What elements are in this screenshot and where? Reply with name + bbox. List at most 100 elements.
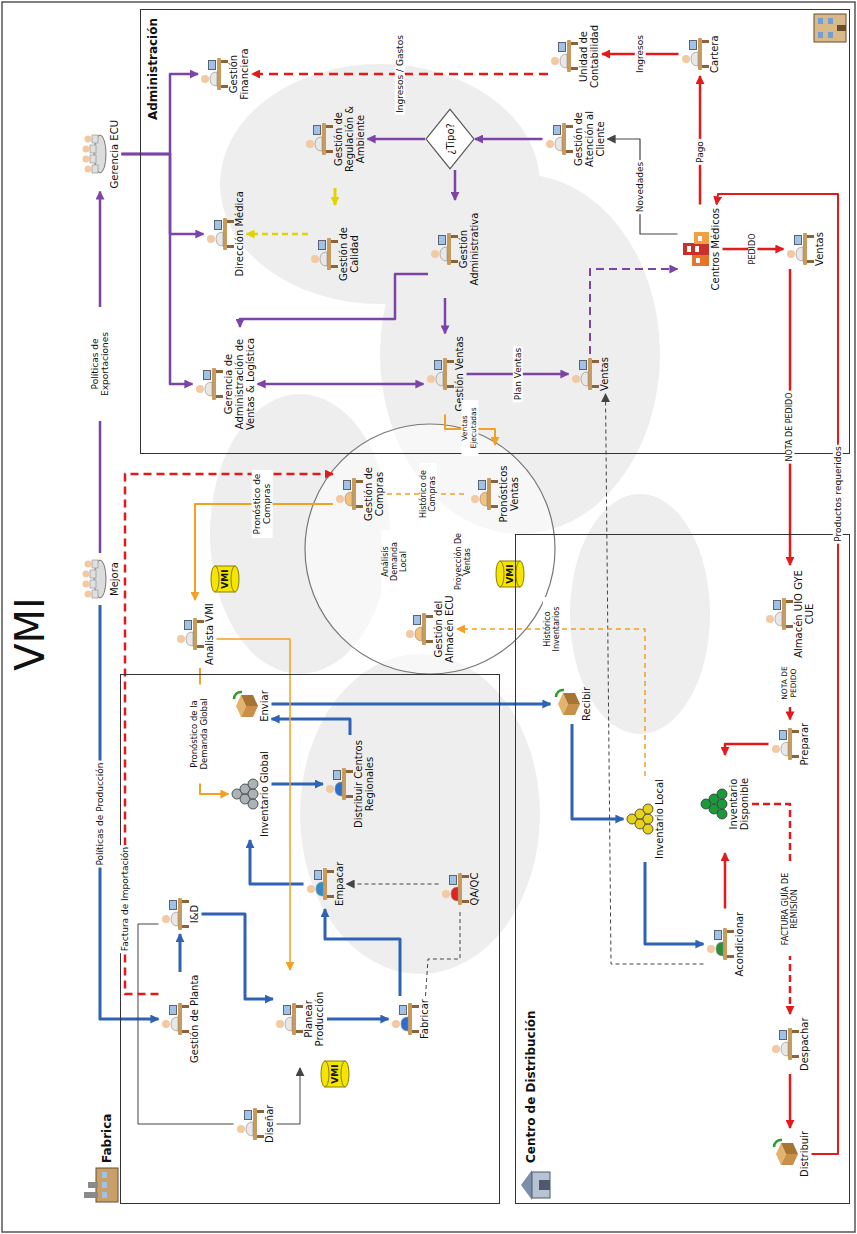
icon (545, 122, 573, 156)
node-label: Distribuir Centros Regionales (353, 738, 375, 830)
edge-label: NOTA DE PEDIDO (781, 659, 798, 707)
node-label: Gestión del Almacén ECU (433, 583, 455, 675)
process-step: Gestión de Planta (159, 972, 202, 1066)
process-step: Pronósticos Ventas (468, 445, 522, 543)
node-label: Despachar (799, 1017, 810, 1071)
world-map (210, 64, 710, 974)
flow-connector (717, 194, 839, 1154)
icon (680, 229, 710, 269)
edge-label: Políticas de Exportaciones (90, 307, 111, 421)
process-step: Diseñar (234, 1102, 277, 1146)
process-step: Cartera (679, 32, 722, 76)
edge-label: Pago (695, 139, 705, 165)
process-step: Mejora (79, 553, 122, 605)
flow-connector (325, 909, 400, 996)
node-label: Inventario Global (259, 751, 270, 837)
edge-label: Histórico Inventarios (543, 597, 561, 661)
edge-label: Análisis Demanda Local (381, 531, 409, 593)
node-label: I&D (189, 905, 200, 923)
icon (771, 727, 799, 761)
region-frame: FabricaGestión de PlantaI&DDiseñarPlanea… (120, 674, 500, 1204)
node-label: Cartera (709, 35, 720, 73)
flow-connector (125, 474, 333, 994)
region-heading: Centro de Distribución (524, 1010, 538, 1163)
flow-connector (426, 909, 461, 996)
node-label: Gestión Administrativa (458, 203, 480, 295)
node-label: Almacén UIO GYE CUE (793, 568, 815, 660)
edge-label: Factura de Importación (120, 845, 130, 953)
icon (236, 1107, 264, 1141)
flow-connector (272, 719, 351, 735)
flow-connector (247, 233, 309, 236)
process-step: Almacén UIO GYE CUE (763, 565, 817, 663)
process-step: Inventario Global (229, 748, 272, 840)
process-step: I&D (159, 894, 202, 934)
node-label: Gerencia de Administración de Ventas & L… (223, 330, 256, 438)
process-step: Gestión de Compras (333, 445, 387, 543)
icon (786, 232, 814, 266)
process-step: Distribuir (769, 1128, 812, 1180)
flow-connector (725, 744, 769, 755)
edge-label: Ingresos (635, 33, 645, 75)
edge-label: Productos requeridos (833, 444, 843, 543)
node-label: Recibir (581, 687, 592, 721)
icon (231, 777, 259, 811)
icon (553, 687, 581, 721)
icon (305, 122, 333, 156)
process-step: Acondicionar (704, 909, 747, 980)
node-label: Gestión de Calidad (338, 208, 360, 300)
factory-icon (84, 1168, 118, 1202)
region-frame: Centro de Distribución RecibirInventario … (515, 534, 850, 1204)
icon (405, 612, 433, 646)
region-heading: Fabrica (100, 1114, 114, 1163)
node-label: Gestión de Planta (189, 975, 200, 1063)
database-label: VMI (505, 564, 515, 583)
edge-label: Políticas de Producción (95, 760, 105, 867)
icon (231, 689, 259, 723)
icon (195, 367, 223, 401)
process-step: Ventas (569, 354, 612, 394)
process-step: Gerencia ECU (79, 117, 122, 192)
node-label: ¿Tipo? (445, 123, 456, 155)
process-step: Inventario Local (624, 776, 667, 862)
decision-diamond: ¿Tipo? (425, 108, 475, 170)
flow-connector (444, 298, 447, 334)
flow-connector (368, 138, 426, 141)
node-label: Unidad de Contabilidad (578, 13, 600, 100)
flow-connector (789, 1074, 792, 1128)
node-label: Ventas (814, 232, 825, 266)
flow-connector (202, 914, 274, 999)
icon (161, 1002, 189, 1036)
process-step: Gestión de Atención al Cliente (543, 90, 608, 188)
flow-connector (122, 154, 204, 234)
flow-connector (724, 853, 727, 909)
process-step: Despachar (769, 1014, 812, 1074)
process-step: Gestión de Calidad (308, 205, 362, 303)
process-step: Gerencia de Administración de Ventas & L… (193, 327, 258, 441)
icon (550, 40, 578, 74)
edge-label: Plan Ventas (512, 346, 522, 402)
node-label: Diseñar (264, 1105, 275, 1143)
node-label: Analista VMI (204, 603, 215, 665)
icon (700, 787, 728, 821)
icon (706, 927, 734, 961)
database-label: VMI (330, 1064, 340, 1083)
edge-label: Proyección De Ventas (453, 531, 471, 593)
flow-connector (572, 724, 624, 819)
node-label: Dirección Médica (234, 191, 245, 276)
process-step: Inventario Disponible (698, 755, 752, 853)
icon (275, 1002, 303, 1036)
edge-label: NOTA DE PEDIDO (785, 390, 794, 463)
icon (626, 802, 654, 836)
node-label: Centros Médicos (710, 208, 721, 291)
flow-connector (645, 862, 704, 944)
process-step: Distribuir Centros Regionales (323, 735, 377, 833)
process-step: Gestión del Almacén ECU (403, 580, 457, 678)
flow-connector (606, 394, 704, 964)
warehouse-icon (521, 1170, 550, 1200)
flow-connector (217, 639, 291, 970)
process-step: Dirección Médica (204, 188, 247, 279)
process-step: Fabricar (389, 996, 432, 1042)
icon (325, 767, 353, 801)
flow-connector (272, 783, 324, 786)
